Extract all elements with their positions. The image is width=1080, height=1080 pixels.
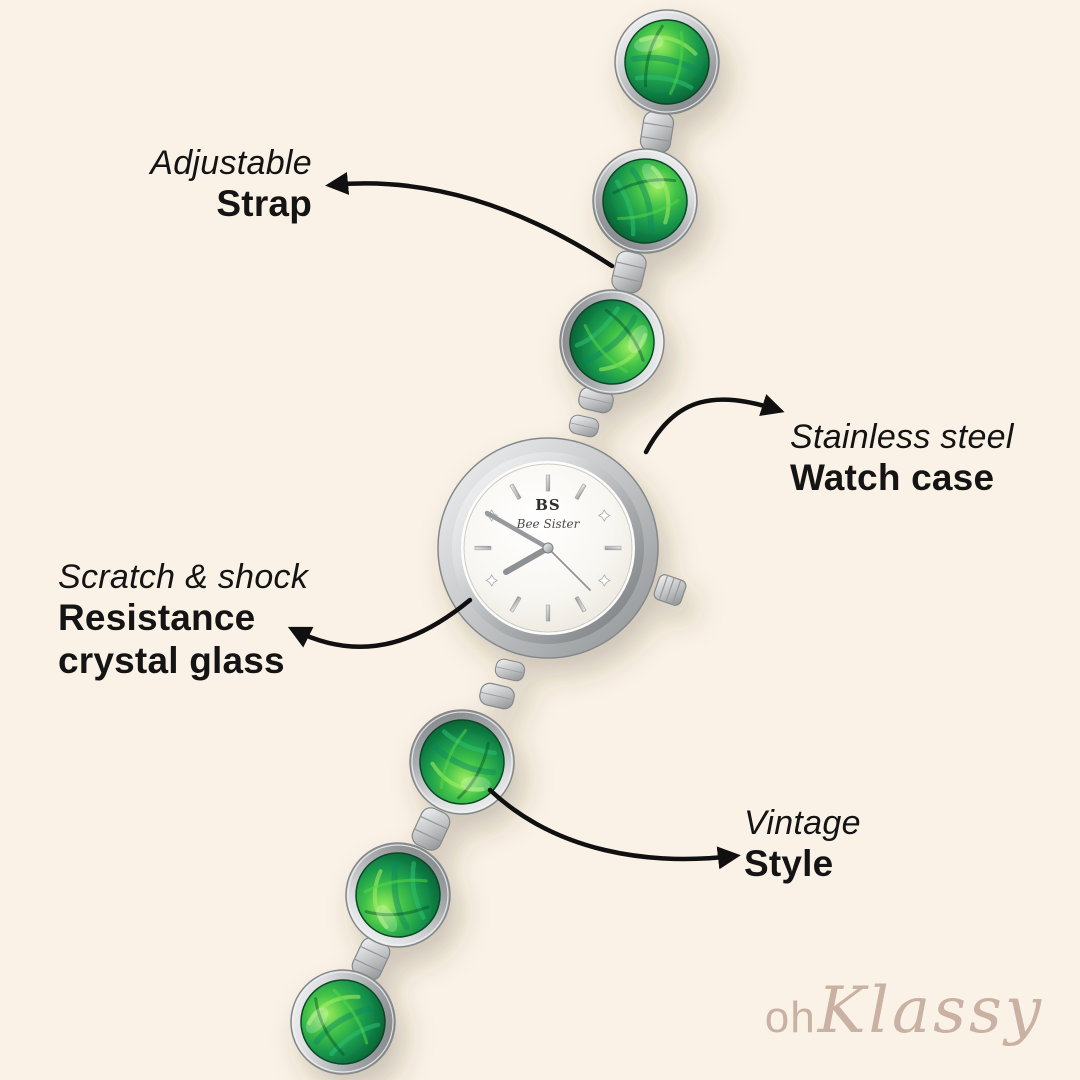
bracelet-stone: [393, 693, 531, 831]
strap-hinge-link: [638, 109, 676, 155]
crown: [653, 574, 687, 606]
callout-vintage-line1: Vintage: [744, 804, 861, 842]
callout-crystal-line1: Scratch & shock: [58, 558, 309, 596]
strap-connector: [567, 413, 601, 439]
callout-strap-line1: Adjustable: [150, 144, 312, 182]
dial-brand-initials: BS: [535, 496, 561, 514]
brand-logo: oh Klassy: [765, 974, 1044, 1048]
callout-vintage-style: Vintage Style: [744, 804, 861, 886]
callout-arrow-crystal: [287, 597, 473, 650]
bracelet-stone: [581, 137, 708, 264]
callout-case-line2: Watch case: [790, 457, 995, 499]
bracelet-stone: [272, 951, 414, 1080]
bracelet-stone: [539, 269, 686, 416]
callout-crystal-line2: Resistance: [58, 597, 256, 639]
hour-markers: [474, 474, 622, 622]
callout-strap-line2: Strap: [216, 183, 312, 225]
bracelet-stone: [605, 0, 728, 123]
callout-watch-case: Stainless steel Watch case: [790, 418, 1014, 500]
brand-logo-name: Klassy: [817, 974, 1044, 1048]
watch-hands: [484, 510, 591, 591]
strap-connector: [493, 657, 527, 683]
brand-logo-prefix: oh: [764, 993, 816, 1042]
callout-vintage-line2: Style: [744, 843, 834, 885]
strap-hinge-link: [609, 248, 649, 296]
callout-crystal-line3: crystal glass: [58, 640, 285, 682]
callout-arrow-vintage: [487, 787, 741, 870]
dial-brand-name: Bee Sister: [516, 517, 581, 531]
callout-arrow-watch-case: [643, 394, 785, 455]
watch-photo: BS Bee Sister: [272, 0, 729, 1080]
bracelet-stone: [339, 836, 456, 953]
callout-crystal-glass: Scratch & shock Resistance crystal glass: [58, 558, 308, 683]
callout-case-line1: Stainless steel: [790, 418, 1014, 456]
callout-arrow-strap: [325, 172, 615, 269]
callout-adjustable-strap: Adjustable Strap: [150, 144, 312, 226]
strap-connector: [477, 680, 517, 712]
